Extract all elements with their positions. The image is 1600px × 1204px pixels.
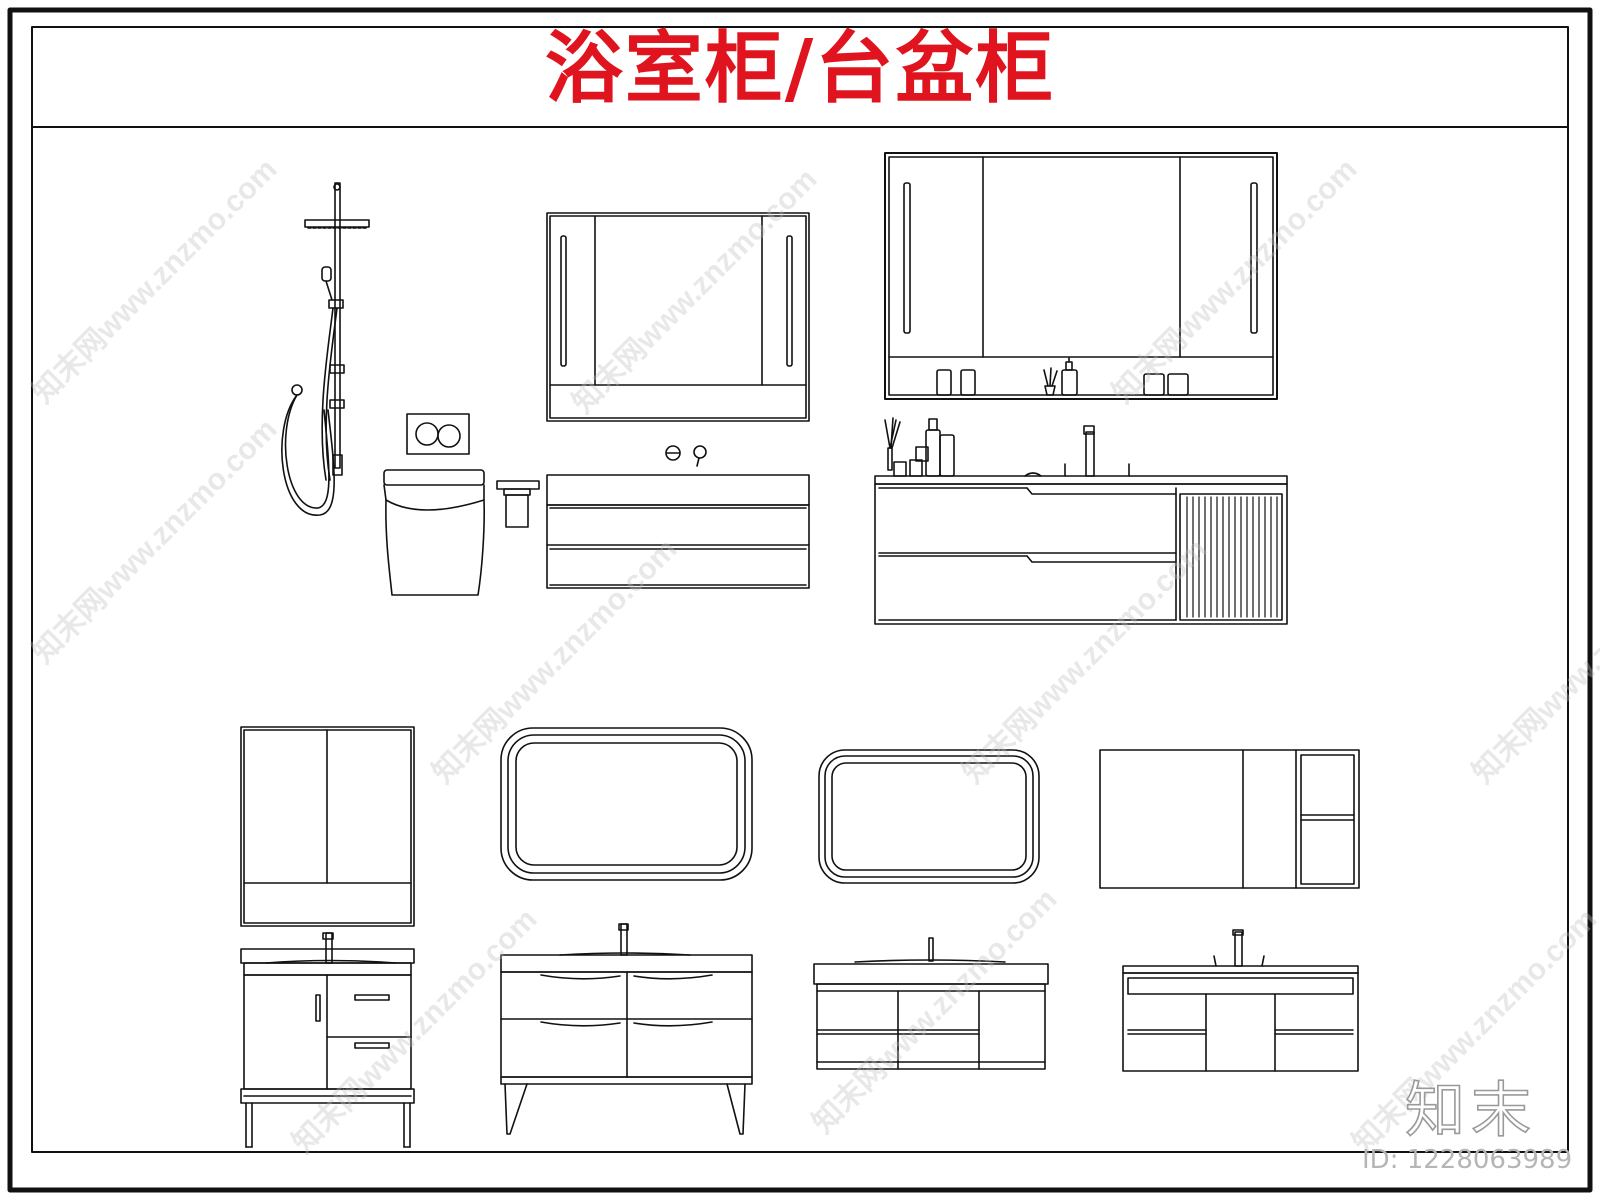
vanity-4 [500,923,753,1135]
slat-door [1186,496,1278,618]
mirror-cabinet-2 [884,152,1278,400]
mirror-cabinet-1 [546,212,810,422]
round-mirror-2 [818,749,1040,884]
toilet-paper-holder [496,480,540,528]
vanity-6 [1122,929,1359,1072]
round-mirror-1 [500,727,753,881]
mirror-cabinet-3 [240,726,415,927]
brand-logo: 知末 [1404,1075,1537,1147]
vanity-3 [240,932,415,1148]
shower-set [281,182,370,516]
vanity-2 [874,417,1288,625]
image-id-label: ID: 1228063989 [1362,1145,1573,1175]
inner-frame [31,26,1569,1153]
vanity-5 [813,937,1049,1070]
mirror-cabinet-4 [1099,749,1360,889]
outer-frame [7,7,1593,1193]
page-title: 浴室柜/台盆柜 [544,23,1056,114]
vanity-1 [546,445,810,589]
toilet [383,413,485,596]
